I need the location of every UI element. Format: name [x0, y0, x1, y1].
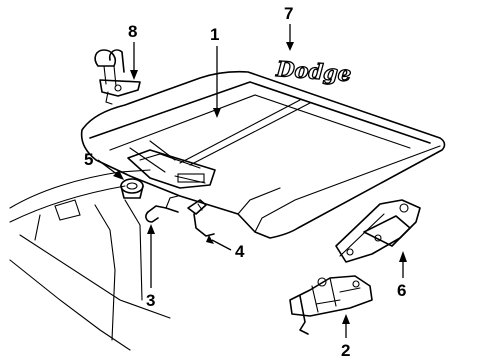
callout-label: 4 [235, 242, 245, 261]
callout-label: 5 [84, 150, 93, 169]
dodge-emblem: Dodge [274, 55, 353, 87]
release-handle-part-3 [145, 195, 179, 223]
hood-bracket-part-8 [94, 49, 141, 105]
emblem-text: Dodge [275, 56, 353, 86]
hood-bumper-part-5 [120, 178, 144, 199]
hood-hinge-part-6 [335, 199, 421, 263]
callout-label: 1 [210, 25, 219, 44]
callout-3: 3 [146, 224, 155, 310]
callout-label: 7 [284, 4, 293, 23]
callout-1: 1 [210, 25, 221, 118]
latch-striker-part-4 [187, 199, 215, 237]
callout-6: 6 [397, 251, 407, 300]
callout-7: 7 [284, 4, 294, 51]
hood-panel [80, 70, 446, 239]
callout-label: 2 [341, 341, 350, 360]
truck-body-outline [9, 169, 171, 351]
callout-label: 6 [397, 281, 406, 300]
hood-latch-part-2 [289, 275, 373, 335]
callout-8: 8 [128, 22, 138, 80]
callout-label: 8 [128, 22, 137, 41]
callout-2: 2 [341, 314, 350, 360]
callout-5: 5 [84, 150, 124, 180]
callout-label: 3 [146, 291, 155, 310]
callout-4: 4 [206, 235, 245, 261]
